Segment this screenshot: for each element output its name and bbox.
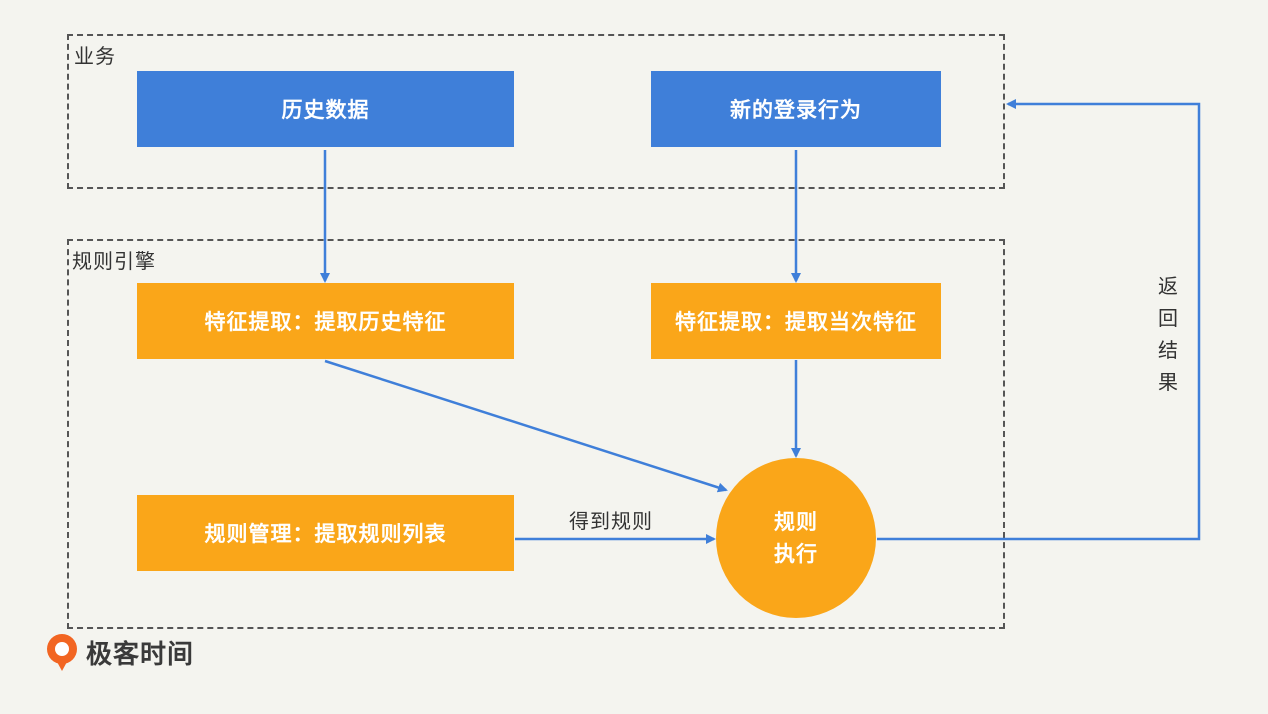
edge-feature-history-to-exec: [324, 359, 728, 493]
node-rule-manage: 规则管理：提取规则列表: [137, 495, 514, 571]
edge-return-result: [877, 99, 1201, 541]
return-char-2: 回: [1158, 306, 1178, 330]
business-group-label: 业务: [74, 44, 116, 68]
logo-text: 极客时间: [86, 639, 195, 670]
edge-label-return-result: 返 回 结 果: [1158, 270, 1178, 398]
node-rule-exec: 规则 执行: [716, 458, 876, 618]
return-char-3: 结: [1158, 338, 1178, 362]
node-new-login: 新的登录行为: [651, 71, 941, 147]
business-group: [67, 34, 1005, 189]
node-history-data: 历史数据: [137, 71, 514, 147]
return-char-4: 果: [1158, 370, 1178, 394]
logo-icon: [47, 634, 77, 671]
rule-engine-group-label: 规则引擎: [72, 249, 156, 273]
rule-exec-line2: 执行: [774, 542, 818, 566]
edge-label-get-rules: 得到规则: [569, 509, 653, 533]
rule-engine-group: [67, 239, 1005, 629]
brand-logo: 极客时间: [44, 632, 194, 672]
node-feature-current: 特征提取：提取当次特征: [651, 283, 941, 359]
node-feature-history: 特征提取：提取历史特征: [137, 283, 514, 359]
return-char-1: 返: [1158, 274, 1178, 298]
rule-exec-line1: 规则: [774, 510, 818, 534]
